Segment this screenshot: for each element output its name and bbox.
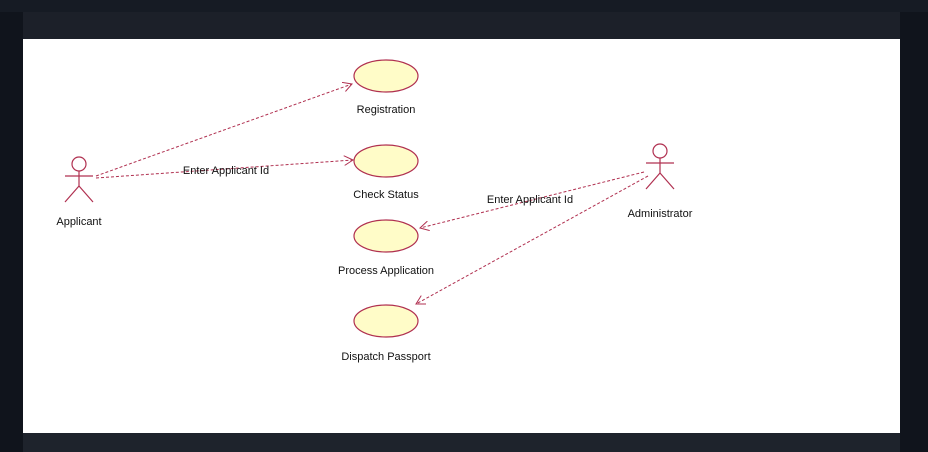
bottom-bar bbox=[23, 433, 900, 452]
usecase-process-application-label: Process Application bbox=[338, 265, 434, 277]
edge-label-applicant-check-status: Enter Applicant Id bbox=[183, 165, 269, 177]
usecase-ellipse bbox=[353, 59, 419, 93]
usecase-check-status-label: Check Status bbox=[353, 189, 419, 201]
diagram-canvas bbox=[23, 39, 900, 433]
edge-applicant-registration bbox=[95, 84, 352, 177]
actor-applicant[interactable]: Applicant bbox=[56, 156, 102, 228]
stick-figure-icon bbox=[645, 143, 675, 190]
usecase-dispatch-passport-label: Dispatch Passport bbox=[341, 351, 430, 363]
actor-administrator-label: Administrator bbox=[628, 208, 693, 220]
usecase-registration-label: Registration bbox=[357, 104, 416, 116]
edge-applicant-check-status bbox=[95, 160, 353, 179]
edge-administrator-dispatch-passport bbox=[416, 175, 649, 304]
actor-administrator[interactable]: Administrator bbox=[628, 143, 693, 220]
usecase-process-application[interactable]: Process Application bbox=[338, 219, 434, 277]
edge-administrator-process-application bbox=[420, 171, 645, 228]
edge-label-administrator-process: Enter Applicant Id bbox=[487, 194, 573, 206]
usecase-check-status[interactable]: Check Status bbox=[353, 144, 419, 201]
stick-figure-icon bbox=[64, 156, 94, 203]
actor-applicant-label: Applicant bbox=[56, 216, 101, 228]
usecase-ellipse bbox=[353, 144, 419, 178]
usecase-dispatch-passport[interactable]: Dispatch Passport bbox=[341, 304, 431, 363]
top-bar bbox=[0, 0, 928, 12]
usecase-ellipse bbox=[353, 219, 419, 253]
usecase-ellipse bbox=[353, 304, 419, 338]
usecase-registration[interactable]: Registration bbox=[353, 59, 419, 116]
